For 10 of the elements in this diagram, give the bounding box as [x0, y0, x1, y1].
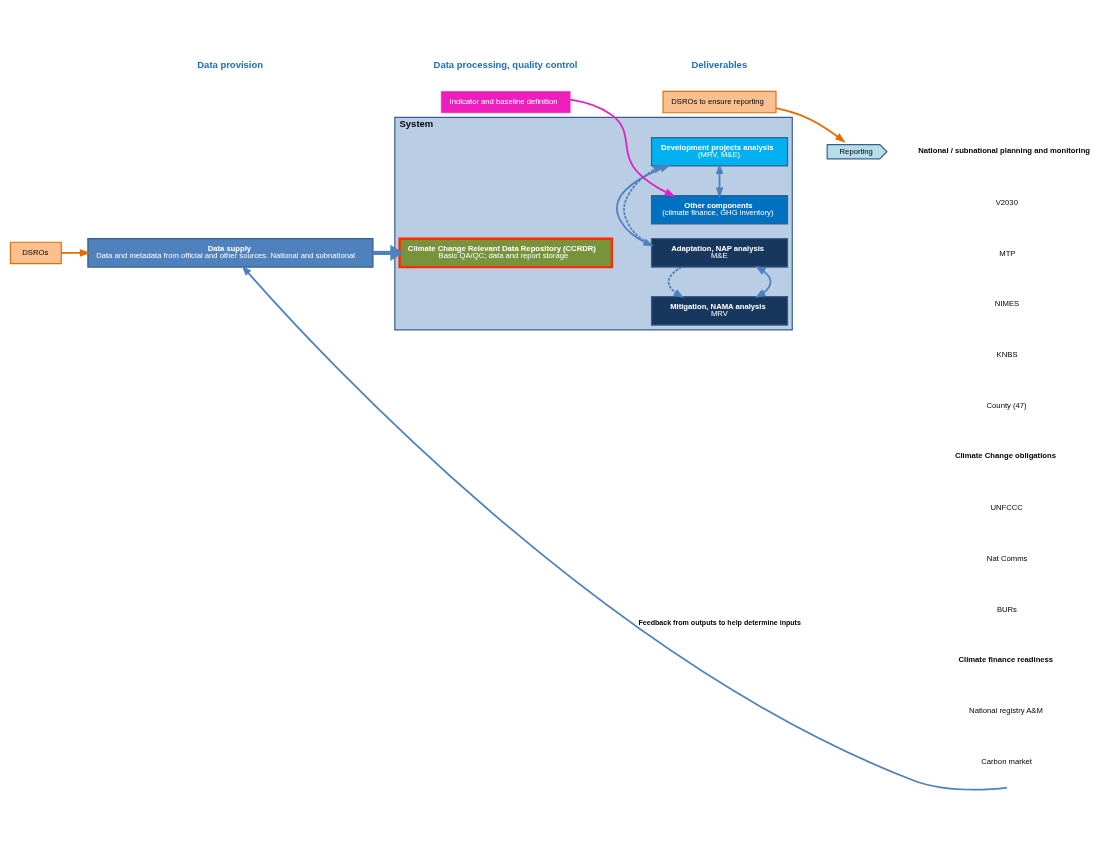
arrow	[373, 244, 404, 261]
arrow	[755, 265, 772, 299]
arrow	[775, 107, 846, 143]
arrow	[241, 265, 1008, 791]
label: Data provision	[197, 58, 263, 70]
label: Data processing, quality control	[433, 58, 578, 70]
arrow	[667, 266, 684, 299]
label: Deliverables	[691, 58, 748, 70]
arrow	[60, 249, 91, 257]
arrow	[569, 98, 676, 197]
